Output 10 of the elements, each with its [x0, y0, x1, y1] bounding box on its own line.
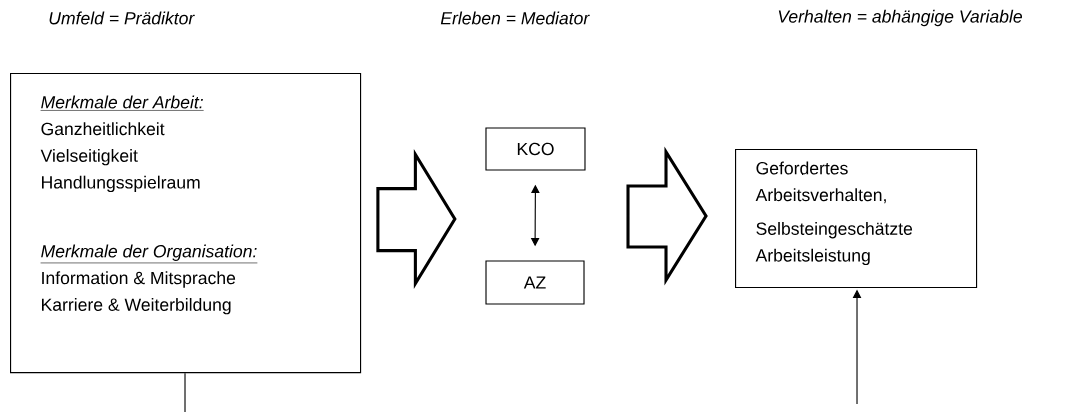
outcome-box: Gefordertes Arbeitsverhalten, Selbsteingeschätzte Arbeitsleistung — [735, 149, 978, 289]
feature-box: Merkmale der Arbeit: Ganzheitlichkeit Vielseitigkeit Handlungsspielraum Merkmale der Organisation: Information & Mitsprache Karriere & Weiterbildung — [10, 73, 362, 374]
block-arrow — [626, 146, 708, 286]
construct-box: AZ — [485, 260, 585, 305]
column-heading: Erleben = Mediator — [440, 11, 590, 25]
connector-line — [184, 372, 186, 412]
block-arrow — [376, 149, 457, 290]
construct-box: KCO — [485, 127, 586, 171]
column-heading: Verhalten = abhängige Variable — [778, 9, 1022, 27]
column-heading: Umfeld = Prädiktor — [49, 11, 195, 25]
